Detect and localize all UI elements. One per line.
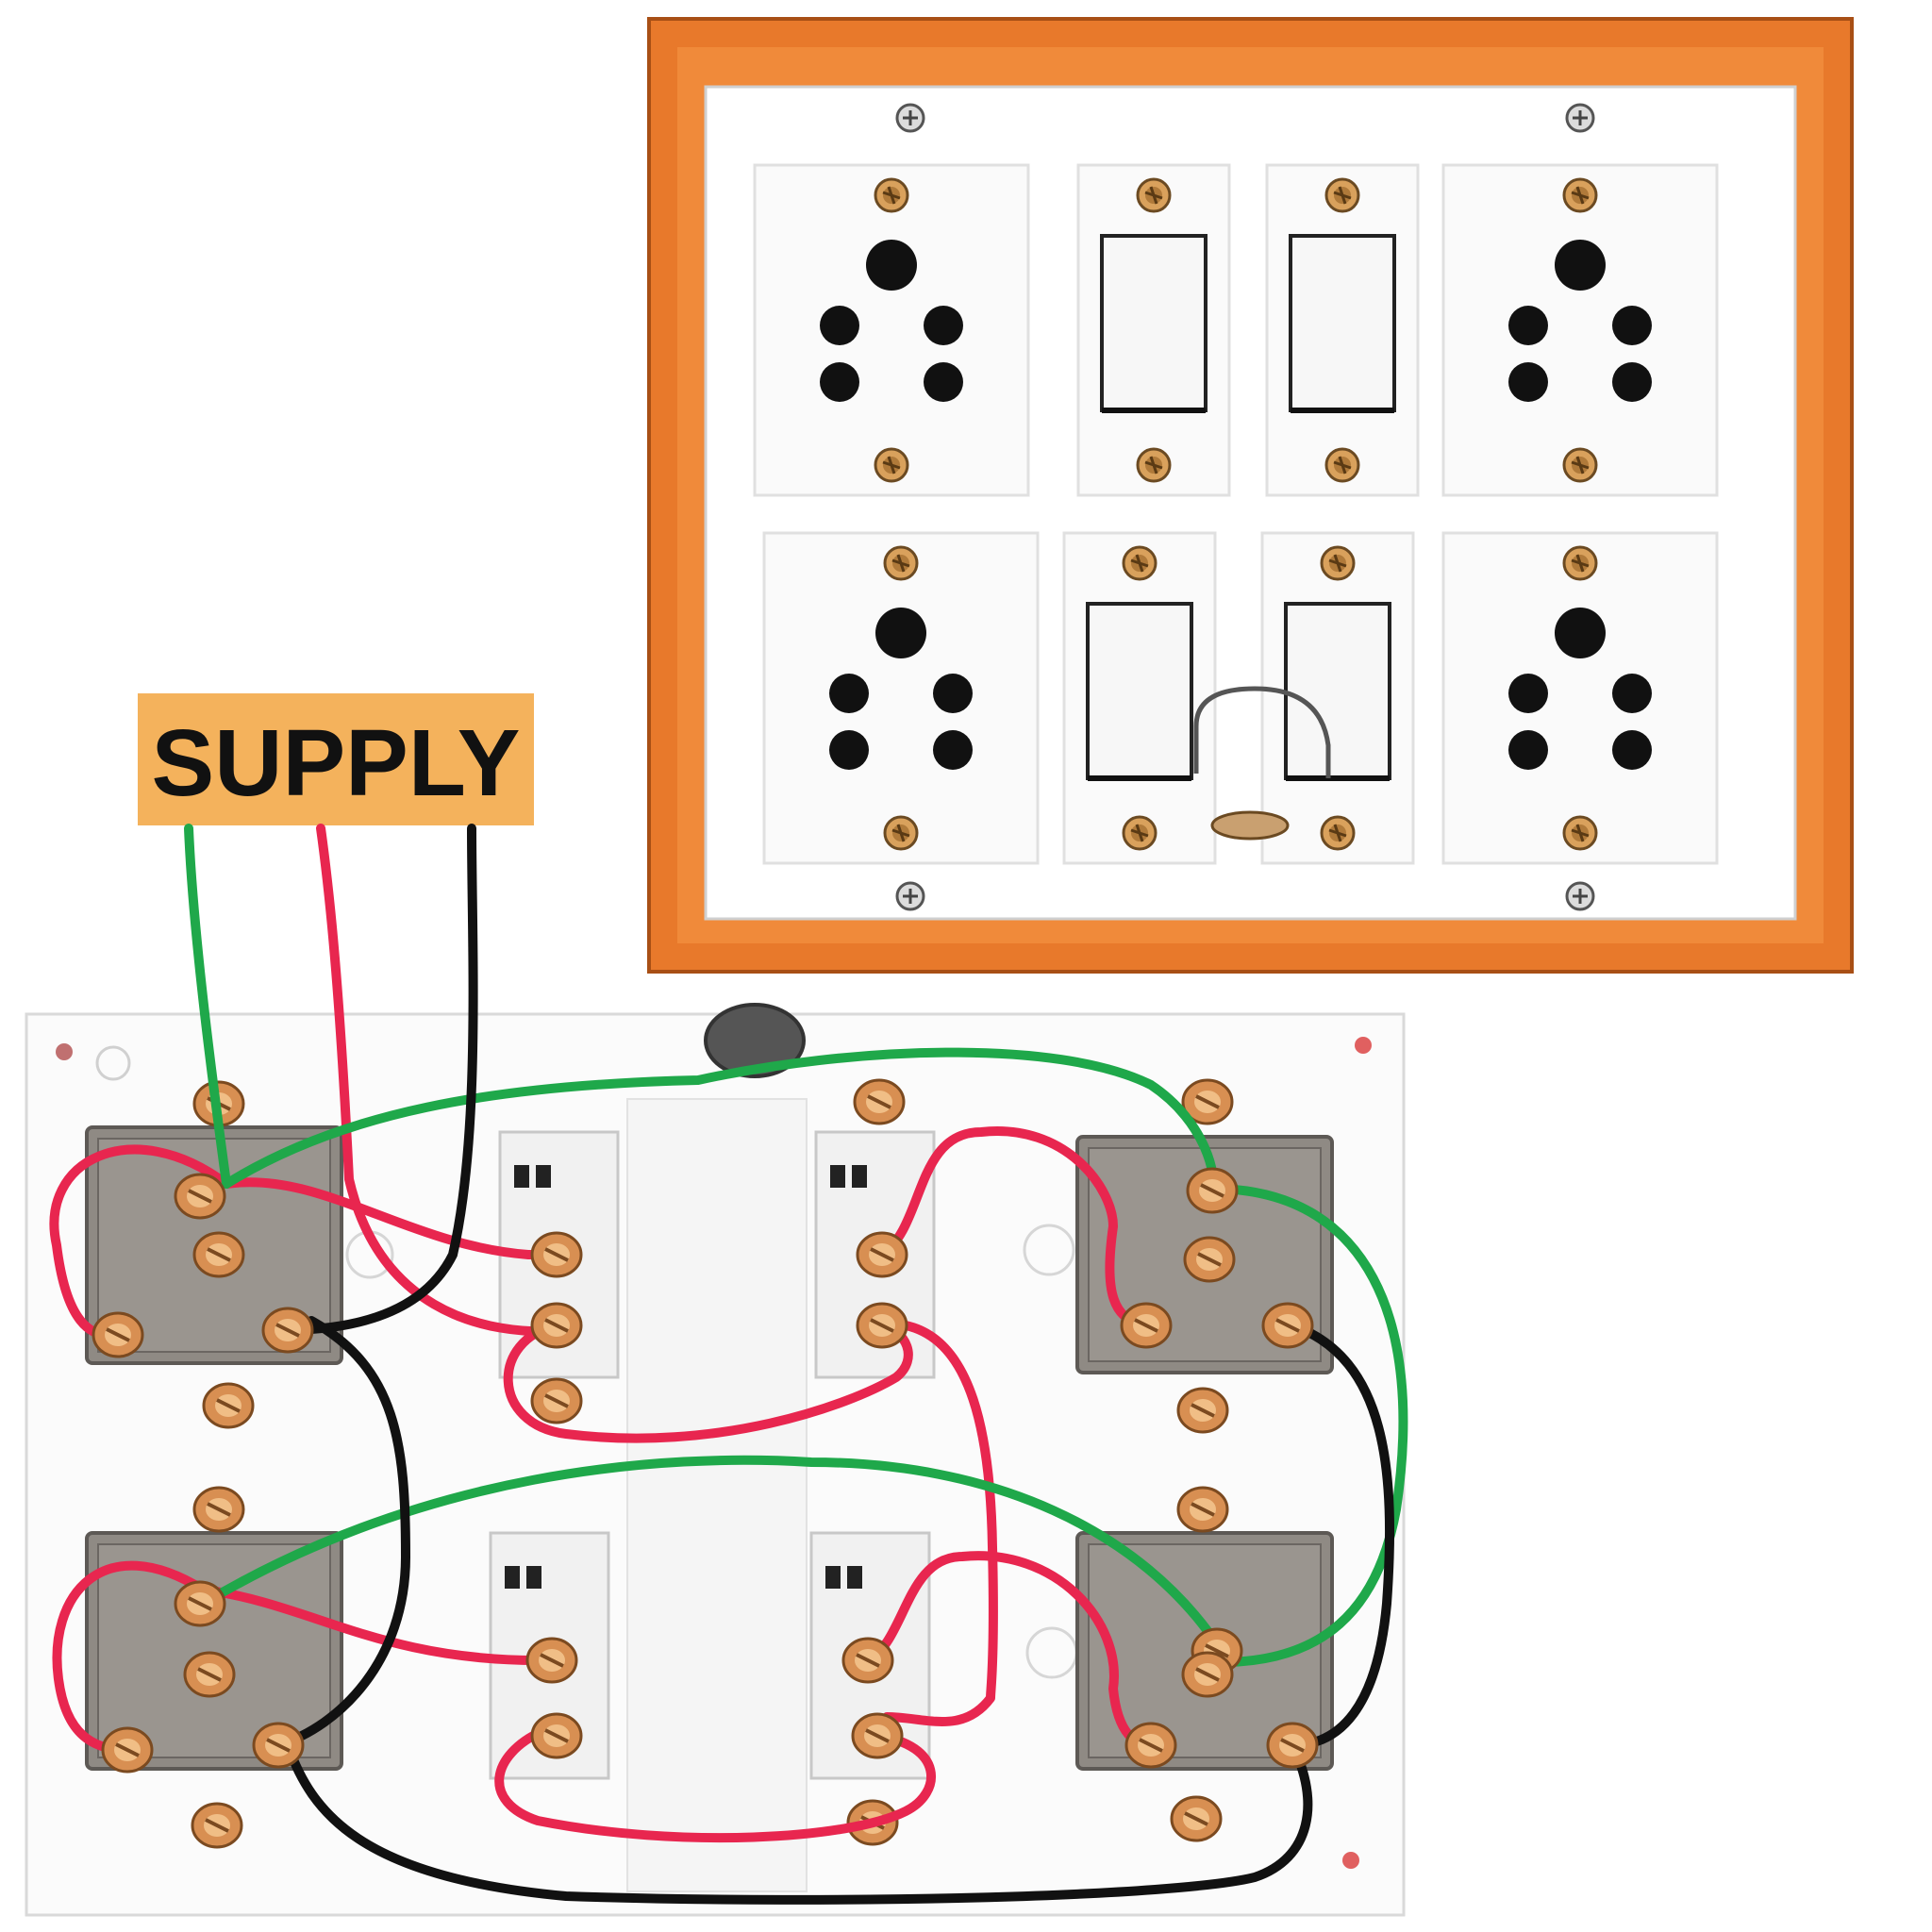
phase-wires <box>49 824 1156 1843</box>
supply-label: SUPPLY <box>152 710 521 816</box>
front-switchboard <box>647 17 1854 974</box>
supply-tag: SUPPLY <box>138 693 534 825</box>
wires <box>49 824 1408 1905</box>
neutral-wires <box>274 824 1395 1905</box>
